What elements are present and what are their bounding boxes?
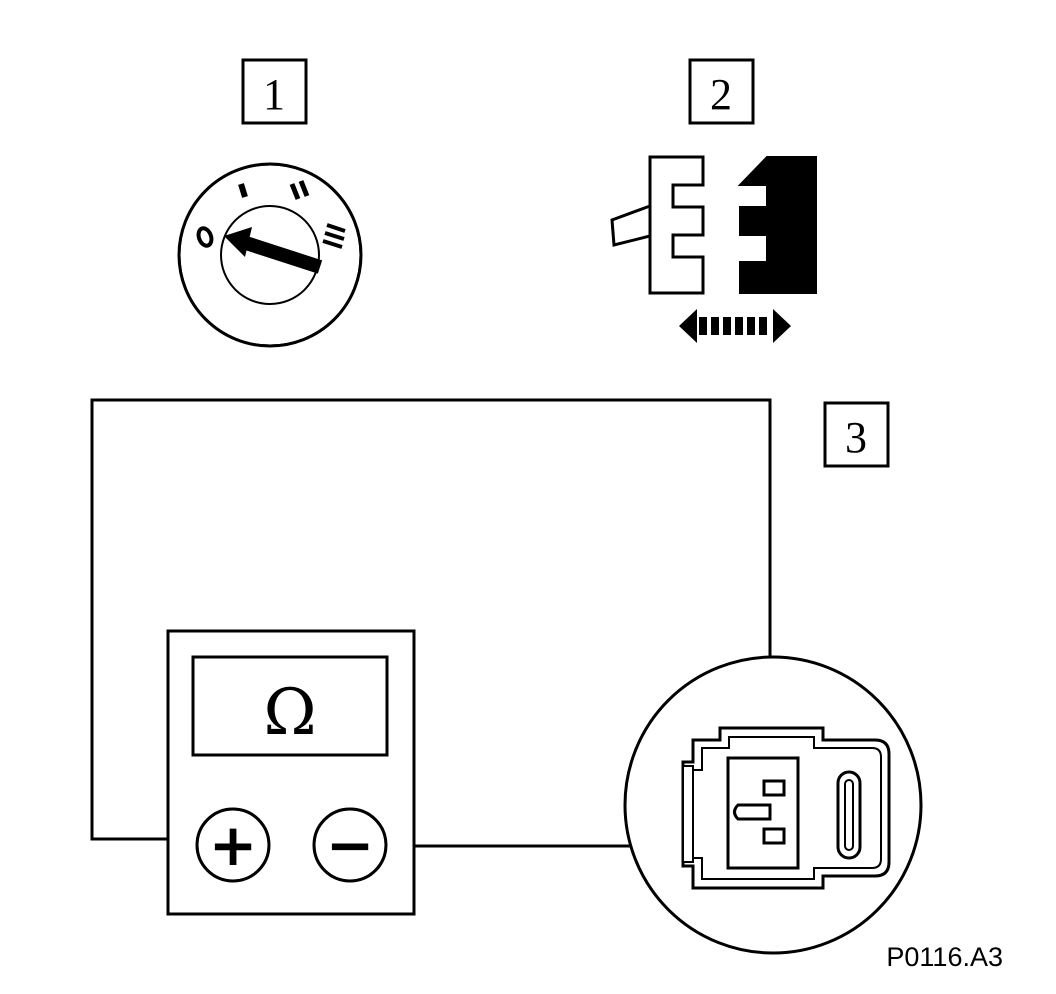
step-3-number: 3 [845, 413, 867, 462]
connector-disconnect-icon [610, 155, 817, 343]
position-0-mark [196, 226, 214, 248]
step-3-label: 3 [823, 401, 890, 468]
position-II-mark [289, 180, 310, 200]
position-III-mark [322, 223, 346, 249]
positive-terminal: + [195, 807, 271, 883]
terminal-pin-2 [762, 827, 786, 845]
component-connector-icon [623, 655, 923, 955]
ignition-switch-icon [177, 162, 363, 348]
ohm-symbol: Ω [263, 676, 316, 750]
positive-test-lead [90, 398, 772, 841]
plus-icon: + [209, 811, 258, 879]
ohmmeter: Ω + − [166, 629, 416, 916]
figure-reference: P0116.A3 [886, 942, 1003, 972]
terminal-pin-1 [762, 779, 786, 797]
minus-icon: − [326, 811, 375, 879]
negative-terminal: − [312, 807, 388, 883]
step-1-label: 1 [241, 58, 308, 125]
double-arrow-icon [679, 309, 791, 343]
position-I-mark [238, 183, 248, 198]
key-pointer-arrow-icon [224, 227, 323, 274]
step-1-number: 1 [263, 70, 285, 119]
step-2-number: 2 [710, 70, 732, 119]
step-2-label: 2 [688, 58, 755, 125]
ohmmeter-display [191, 655, 389, 757]
